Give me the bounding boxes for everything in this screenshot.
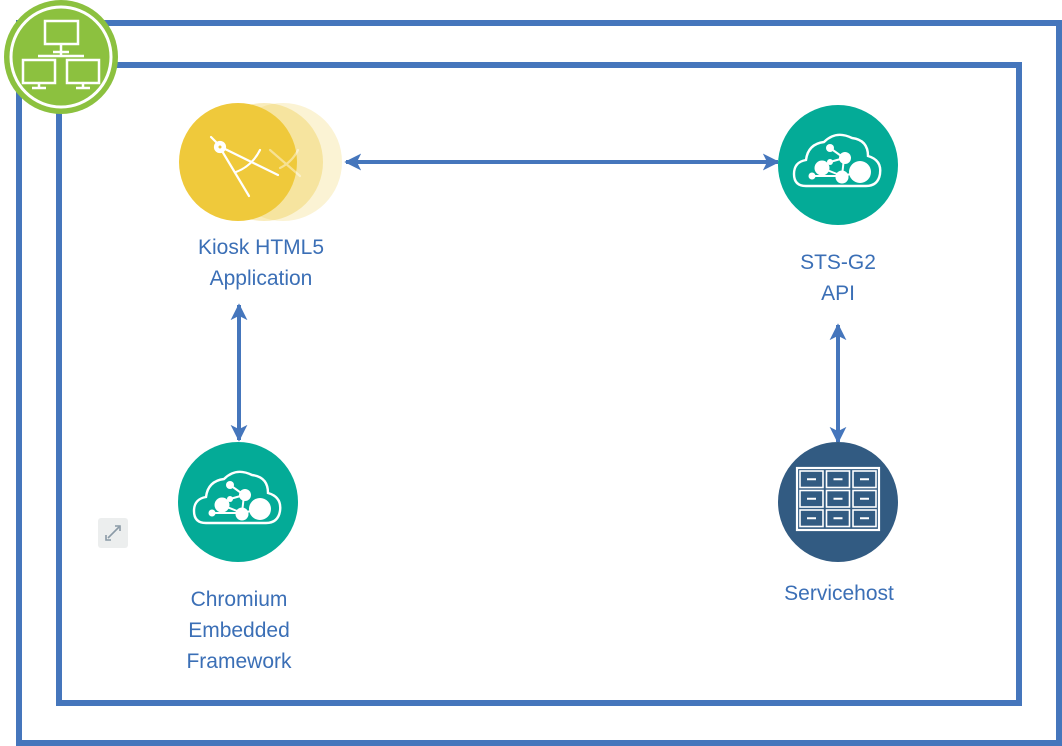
cloud-network-icon: [192, 470, 282, 525]
label-line: STS-G2: [800, 251, 876, 274]
network-computers-icon: [21, 19, 101, 90]
label-line: Chromium: [190, 588, 288, 611]
storage-cell: [852, 509, 877, 528]
node-sts[interactable]: [778, 105, 898, 225]
node-servicehost[interactable]: [778, 442, 898, 562]
storage-cell: [825, 489, 851, 508]
storage-cell: [852, 489, 877, 508]
storage-grid-icon: [795, 466, 881, 532]
label-line: Application: [209, 267, 313, 290]
storage-cell: [852, 470, 877, 489]
label-kiosk: Kiosk HTML5 Application: [141, 232, 381, 294]
outer-frame: [16, 20, 1062, 746]
expand-button[interactable]: [98, 518, 128, 548]
storage-cell: [825, 470, 851, 489]
storage-cell: [799, 489, 824, 508]
label-servicehost: Servicehost: [719, 578, 959, 609]
label-line: API: [821, 282, 855, 305]
label-line: Kiosk HTML5: [197, 236, 325, 259]
drafting-compass-icon: [209, 135, 302, 198]
label-sts: STS-G2 API: [718, 247, 958, 309]
network-badge: [4, 0, 118, 114]
cloud-network-icon: [792, 133, 882, 188]
label-cef: Chromium Embedded Framework: [119, 584, 359, 677]
storage-cell: [799, 509, 824, 528]
label-line: Embedded: [188, 619, 290, 642]
storage-cell: [825, 509, 851, 528]
label-line: Servicehost: [784, 582, 894, 605]
label-line: Framework: [186, 650, 292, 673]
storage-cell: [799, 470, 824, 489]
inner-frame: [56, 62, 1022, 706]
node-cef[interactable]: [178, 442, 298, 562]
expand-icon: [105, 525, 121, 541]
node-kiosk[interactable]: [179, 103, 342, 221]
